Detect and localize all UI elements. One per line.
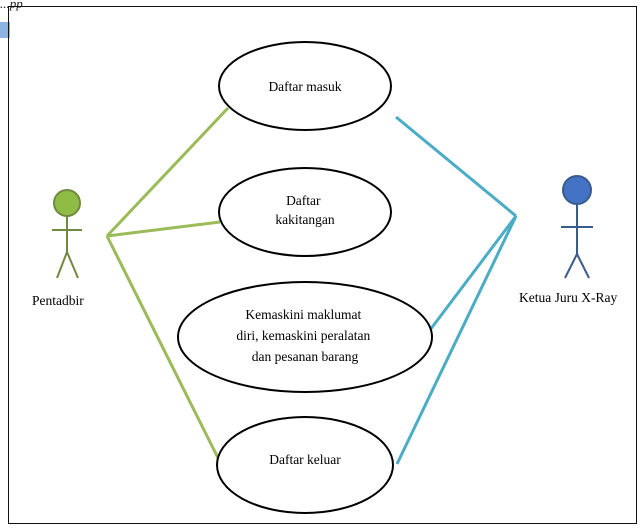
actor-leg-left: [564, 253, 578, 279]
use-case-ellipse: [218, 167, 392, 257]
use-case-label-line-2: diri, kemaskini peralatan: [236, 328, 370, 343]
use-case-label-line-2: kakitangan: [275, 212, 334, 227]
use-case-label-line-3: dan pesanan barang: [252, 349, 359, 364]
actor-leg-left: [56, 251, 68, 279]
actor-ketua-juru-x-ray: [561, 175, 593, 279]
svg-text:Kemaskini maklumat diri,: Kemaskini maklumat diri, kemaskini peral…: [236, 307, 373, 364]
link-ketua-daftar-keluar: [395, 215, 518, 465]
left-associations: [105, 106, 230, 467]
use-case-label: Daftar masuk: [268, 79, 341, 94]
svg-text:Daftar keluar: Daftar keluar: [269, 452, 341, 467]
use-case-ellipse: [218, 41, 392, 131]
use-case-daftar-masuk: Daftar masuk: [218, 41, 392, 131]
use-case-label-line-1: Daftar: [286, 193, 321, 208]
link-pentadbir-daftar-masuk: [105, 106, 230, 238]
actor-label-ketua-juru-x-ray: Ketua Juru X-Ray: [519, 290, 617, 305]
header-fragment: ...pp: [0, 0, 23, 11]
use-case-label: Daftar keluar: [269, 452, 341, 467]
use-case-daftar-keluar: Daftar keluar: [216, 416, 394, 514]
svg-text:Daftar masuk: Daftar masuk: [268, 79, 341, 94]
actor-head-icon: [53, 189, 81, 217]
actor-leg-right: [66, 251, 79, 279]
link-ketua-daftar-masuk: [395, 115, 517, 218]
corner-marker: [0, 22, 10, 38]
right-associations: [395, 115, 518, 465]
use-case-ellipse: [177, 281, 433, 393]
use-case-label-line-1: Kemaskini maklumat: [245, 307, 361, 322]
link-ketua-kemaskini: [428, 215, 518, 331]
actor-head-icon: [562, 175, 592, 205]
actor-pentadbir: [52, 189, 82, 279]
actor-label-pentadbir: Pentadbir: [32, 293, 84, 308]
diagram-frame: [8, 6, 637, 524]
svg-text:Daftar kakitangan: Daftar kakitangan: [275, 193, 334, 227]
use-case-daftar-kakitangan: Daftar kakitangan: [218, 167, 392, 257]
actor-leg-right: [576, 253, 590, 279]
use-case-kemaskini: Kemaskini maklumat diri, kemaskini peral…: [177, 281, 433, 393]
use-case-ellipse: [216, 416, 394, 514]
link-pentadbir-daftar-keluar: [105, 235, 224, 467]
link-pentadbir-daftar-kakitangan: [106, 220, 221, 238]
